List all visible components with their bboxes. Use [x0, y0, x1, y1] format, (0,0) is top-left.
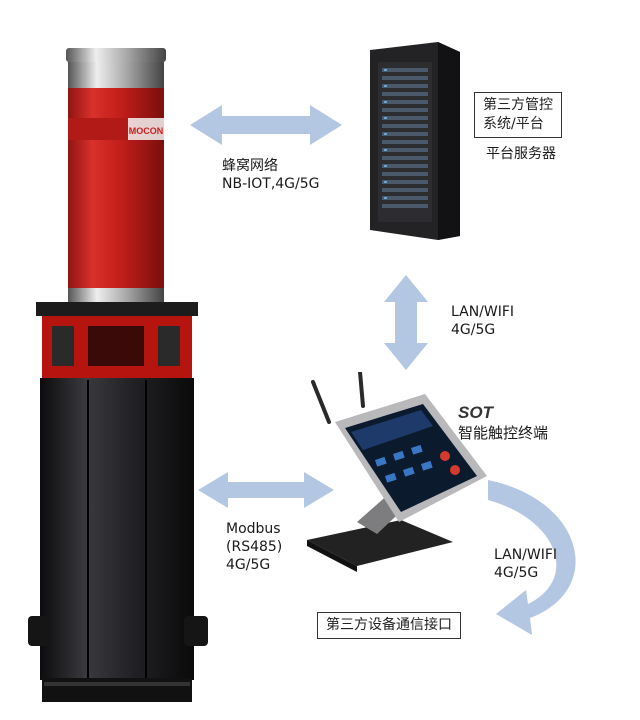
server-label: 平台服务器 — [486, 146, 556, 162]
lan-link-2-label: LAN/WIFI 4G/5G — [494, 546, 557, 582]
terminal-brand: SOT — [458, 403, 493, 422]
server-rack-illustration — [370, 42, 460, 240]
cellular-link-arrow — [190, 105, 342, 145]
curved-lan-arrow — [488, 480, 576, 635]
device-interface-box: 第三方设备通信接口 — [317, 612, 461, 639]
platform-box: 第三方管控 系统/平台 — [474, 92, 562, 138]
lan-link-arrow — [384, 275, 428, 370]
modbus-link-arrow — [198, 472, 334, 508]
touch-terminal-illustration — [307, 372, 487, 572]
modbus-link-line2: (RS485) — [226, 539, 283, 555]
lan-link-2-line1: LAN/WIFI — [494, 547, 558, 563]
cellular-link-label: 蜂窝网络 NB-IOT,4G/5G — [222, 157, 320, 193]
platform-box-line1: 第三方管控 — [483, 97, 553, 113]
modbus-link-line3: 4G/5G — [226, 557, 271, 573]
cellular-link-line1: 蜂窝网络 — [222, 158, 278, 174]
modbus-link-label: Modbus (RS485) 4G/5G — [226, 520, 282, 574]
cellular-link-line2: NB-IOT,4G/5G — [222, 176, 320, 192]
bollard-illustration: MOCON — [28, 48, 208, 702]
lan-link-2-line2: 4G/5G — [494, 565, 539, 581]
modbus-link-line1: Modbus — [226, 521, 281, 537]
lan-link-line1: LAN/WIFI — [451, 304, 515, 320]
lan-link-line2: 4G/5G — [451, 322, 496, 338]
platform-box-line2: 系统/平台 — [483, 116, 544, 132]
terminal-label: 智能触控终端 — [458, 424, 549, 442]
bollard-brand-text: MOCON — [129, 126, 164, 136]
lan-link-label: LAN/WIFI 4G/5G — [451, 303, 514, 339]
